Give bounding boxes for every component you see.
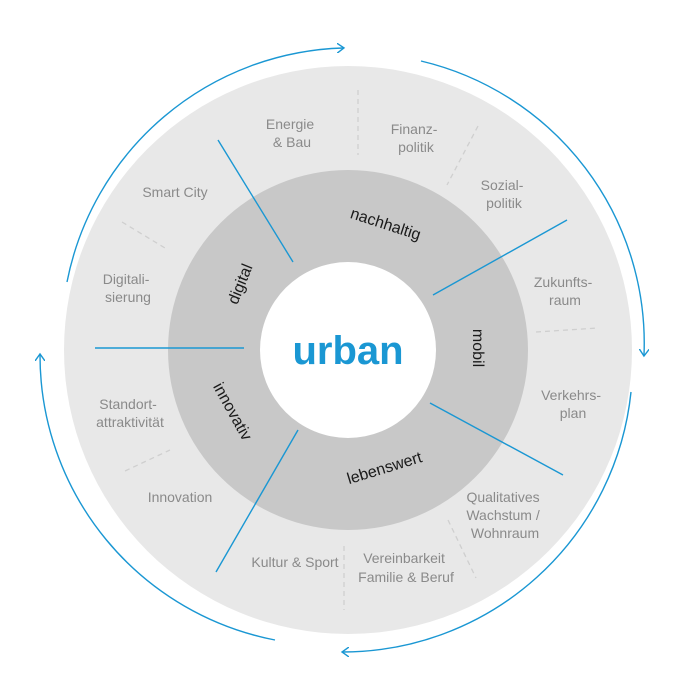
outer-label-smart-city: Smart City bbox=[142, 184, 207, 200]
cycle-arrow-right bbox=[420, 60, 644, 355]
outer-label-zukunftsraum: Zukunfts- raum bbox=[534, 274, 596, 308]
spokes bbox=[95, 139, 568, 573]
outer-label-standortattraktivitaet: Standort- attraktivität bbox=[96, 396, 164, 430]
outer-label-finanzpolitik: Finanz- politik bbox=[391, 121, 442, 155]
cycle-arrow-bottom bbox=[343, 391, 632, 652]
center-label: urban bbox=[292, 329, 403, 373]
outer-label-innovation: Innovation bbox=[148, 489, 213, 505]
spoke-nachhaltig-digital bbox=[217, 139, 294, 263]
center-circle bbox=[260, 262, 436, 438]
outer-label-sozialpolitik: Sozial- politik bbox=[481, 177, 528, 211]
cycle-arrows bbox=[40, 48, 644, 652]
outer-label-kultur-sport: Kultur & Sport bbox=[251, 554, 338, 570]
outer-dividers bbox=[121, 90, 599, 610]
cycle-arrow-top bbox=[66, 48, 343, 283]
outer-label-qualitatives-wachstum: Qualitatives Wachstum / Wohnraum bbox=[466, 489, 543, 541]
ring-label-mobil: mobil bbox=[469, 329, 486, 367]
outer-label-digitalisierung: Digitali- sierung bbox=[103, 271, 154, 305]
spoke-nachhaltig-mobil bbox=[432, 219, 568, 296]
spoke-lebenswert-innovativ bbox=[215, 429, 299, 573]
outer-label-energie: Energie & Bau bbox=[266, 116, 318, 150]
spoke-mobil-lebenswert bbox=[429, 402, 564, 476]
outer-label-vereinbarkeit: Vereinbarkeit Familie & Beruf bbox=[358, 550, 454, 585]
outer-label-verkehrsplan: Verkehrs- plan bbox=[541, 387, 605, 421]
cycle-arrow-left bbox=[40, 355, 276, 641]
